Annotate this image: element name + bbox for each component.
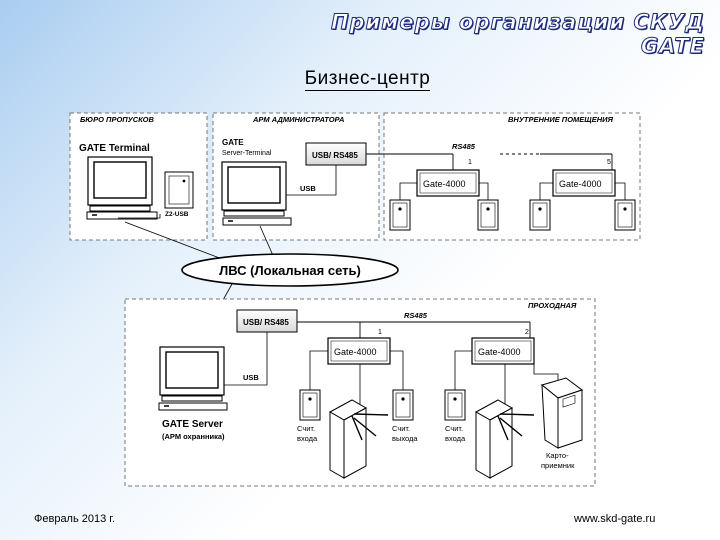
controller-checkpoint-1-label: Gate-4000 xyxy=(334,347,377,357)
admin-converter-label: USB/ RS485 xyxy=(312,151,358,160)
pass-office-computer-icon xyxy=(86,156,158,220)
zone-label-admin: АРМ АДМИНИСТРАТОРА xyxy=(252,115,344,124)
card-collector-label-1: Карто- xyxy=(546,451,569,460)
wire-entry-reader-1 xyxy=(309,350,328,390)
zone-label-internal: ВНУТРЕННИЕ ПОМЕЩЕНИЯ xyxy=(508,115,614,124)
exit-reader-line2: выхода xyxy=(392,434,418,443)
exit-reader-line1: Счит. xyxy=(392,424,410,433)
wire-entry-reader-2 xyxy=(454,350,472,390)
lan-ellipse xyxy=(181,253,399,287)
server-usb-link xyxy=(224,332,268,386)
wire-exit-reader-1 xyxy=(390,350,404,390)
z2usb-link xyxy=(118,214,161,219)
wire-reader-b xyxy=(479,182,489,200)
zone-label-checkpoint: ПРОХОДНАЯ xyxy=(528,301,577,310)
controller-number-2-bottom: 2 xyxy=(525,329,529,336)
turnstile-2-icon xyxy=(474,399,535,479)
reader-icon xyxy=(477,199,499,231)
entry-reader-2-line2: входа xyxy=(445,434,466,443)
turnstile-1-icon xyxy=(328,399,389,479)
rs485-label-top: RS485 xyxy=(452,142,476,151)
lan-label: ЛВС (Локальная сеть) xyxy=(219,263,361,278)
entry-reader-icon xyxy=(299,389,321,421)
controller-checkpoint-2: Gate-4000 xyxy=(471,337,535,365)
admin-usb-label: USB xyxy=(300,184,316,193)
wire-reader-c xyxy=(539,182,553,200)
controller-number-1-top: 1 xyxy=(468,159,472,166)
server-usb-label: USB xyxy=(243,373,259,382)
controller-internal-1: Gate-4000 xyxy=(416,169,480,197)
card-collector-label-2: приемник xyxy=(541,461,575,470)
lan-link-pass-office xyxy=(124,221,231,263)
controller-number-5-top: 5 xyxy=(607,159,611,166)
controller-internal-5-label: Gate-4000 xyxy=(559,179,602,189)
gate-terminal-label: GATE Terminal xyxy=(79,143,150,154)
controller-internal-5: Gate-4000 xyxy=(552,169,616,197)
zone-label-pass-office: БЮРО ПРОПУСКОВ xyxy=(80,115,155,124)
footer-url[interactable]: www.skd-gate.ru xyxy=(574,513,656,525)
entry-reader-icon xyxy=(444,389,466,421)
entry-reader-1-line2: входа xyxy=(297,434,318,443)
server-terminal-label-2: Server-Terminal xyxy=(222,150,272,157)
z2usb-converter-icon xyxy=(164,171,194,209)
exit-reader-icon xyxy=(392,389,414,421)
z2usb-label: Z2-USB xyxy=(165,211,189,218)
rs485-label-bottom: RS485 xyxy=(404,311,428,320)
gate-server-label: GATE Server xyxy=(162,419,223,430)
entry-reader-1-line1: Счит. xyxy=(297,424,315,433)
server-terminal-label-1: GATE xyxy=(222,138,244,147)
wire-reader-a xyxy=(399,182,417,200)
guard-station-label: (АРМ охранника) xyxy=(162,432,225,441)
card-collector-icon xyxy=(540,377,584,449)
checkpoint-usb-rs485-converter: USB/ RS485 xyxy=(236,309,298,333)
admin-usb-link xyxy=(286,165,337,196)
reader-icon xyxy=(614,199,636,231)
controller-internal-1-label: Gate-4000 xyxy=(423,179,466,189)
controller-checkpoint-2-label: Gate-4000 xyxy=(478,347,521,357)
wire-card-collector xyxy=(533,364,559,385)
controller-number-1-bottom: 1 xyxy=(378,329,382,336)
reader-icon xyxy=(389,199,411,231)
wire-reader-d xyxy=(615,182,626,200)
gate-server-computer-icon xyxy=(158,346,228,411)
admin-usb-rs485-converter: USB/ RS485 xyxy=(305,142,367,166)
subtitle-text: Бизнес-центр xyxy=(304,68,431,91)
entry-reader-2-line1: Счит. xyxy=(445,424,463,433)
footer-date: Февраль 2013 г. xyxy=(34,513,116,525)
checkpoint-converter-label: USB/ RS485 xyxy=(243,318,289,327)
admin-computer-icon xyxy=(221,161,292,226)
reader-icon xyxy=(529,199,551,231)
controller-checkpoint-1: Gate-4000 xyxy=(327,337,391,365)
page-subtitle: Бизнес-центр xyxy=(0,68,720,91)
slide-title: Примеры организации СКУД GATE xyxy=(330,10,705,59)
